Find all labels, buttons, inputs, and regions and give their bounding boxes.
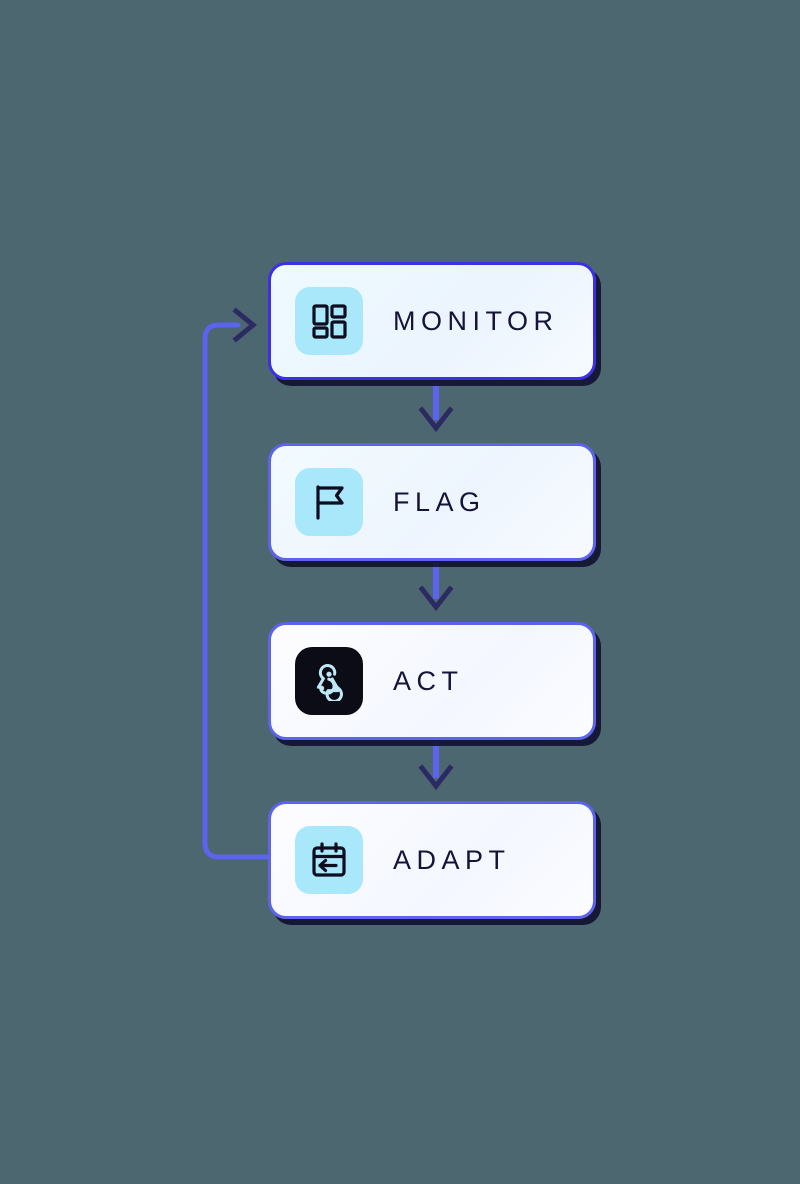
node-label: FLAG <box>393 486 486 517</box>
webhook-icon <box>295 647 363 715</box>
node-act[interactable]: ACT <box>268 622 596 740</box>
grid-dashboard-icon <box>295 287 363 355</box>
node-label: ACT <box>393 665 464 696</box>
flag-icon <box>295 468 363 536</box>
node-label: MONITOR <box>393 305 559 336</box>
arrow-flag-to-act <box>418 563 454 612</box>
arrow-act-to-adapt <box>418 742 454 791</box>
node-adapt[interactable]: ADAPT <box>268 801 596 919</box>
node-flag[interactable]: FLAG <box>268 443 596 561</box>
node-monitor[interactable]: MONITOR <box>268 262 596 380</box>
calendar-arrow-left-icon <box>295 826 363 894</box>
arrow-monitor-to-flag <box>418 383 454 433</box>
node-label: ADAPT <box>393 844 511 875</box>
